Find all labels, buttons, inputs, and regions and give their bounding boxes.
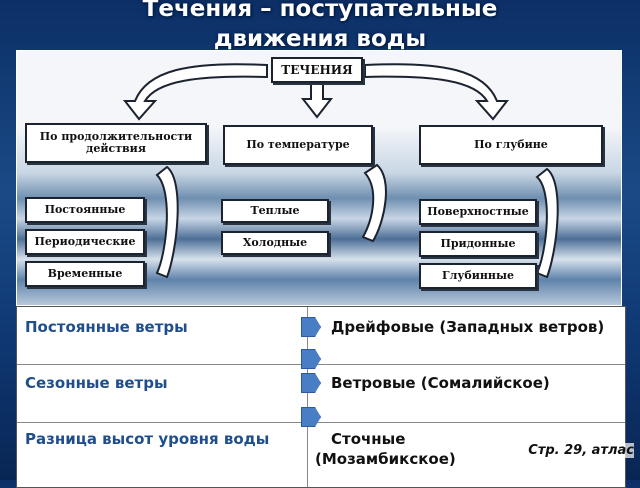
row-2-arrow-icon-2 <box>301 407 321 427</box>
row-2-cause: Сезонные ветры <box>25 374 168 392</box>
slide-title: Течения – поступательные движения воды <box>0 0 640 54</box>
row-3-cause: Разница высот уровня воды <box>25 430 270 448</box>
root-box: ТЕЧЕНИЯ <box>271 57 363 83</box>
row-1-cause: Постоянные ветры <box>25 318 188 336</box>
row-3-type: Сточные (Мозамбикское) <box>315 430 456 468</box>
type-temporary-box: Временные <box>25 261 145 287</box>
table-divider <box>307 307 308 487</box>
arrow-root-down <box>300 80 334 119</box>
row-divider-1 <box>17 364 625 365</box>
row-1-arrow-icon-2 <box>301 349 321 369</box>
row-2-arrow-icon <box>301 373 321 393</box>
title-line-1: Течения – поступательные <box>142 0 498 22</box>
type-periodic-box: Периодические <box>25 229 145 255</box>
type-warm-box: Теплые <box>221 199 329 223</box>
row-1-arrow-icon <box>301 317 321 337</box>
diagram-panel: ТЕЧЕНИЯ По продолжительности действия По… <box>16 50 622 306</box>
arrow-root-right <box>364 63 510 121</box>
title-line-2: движения воды <box>213 26 427 52</box>
currents-table: Постоянные ветры Дрейфовые (Западных вет… <box>16 306 626 488</box>
arrow-col2 <box>361 163 387 243</box>
category-depth-box: По глубине <box>419 125 603 165</box>
type-deep-box: Глубинные <box>419 263 537 289</box>
type-surface-box: Поверхностные <box>419 199 537 225</box>
atlas-reference: Стр. 29, атлас <box>528 443 634 458</box>
type-constant-box: Постоянные <box>25 197 145 223</box>
arrow-root-left <box>122 63 268 121</box>
category-temperature-box: По температуре <box>223 125 373 165</box>
row-divider-2 <box>17 422 625 423</box>
type-cold-box: Холодные <box>221 231 329 255</box>
category-duration-box: По продолжительности действия <box>25 123 207 163</box>
arrow-col1 <box>155 165 179 279</box>
type-bottom-box: Придонные <box>419 231 537 257</box>
arrow-col3 <box>535 167 559 279</box>
row-1-type: Дрейфовые (Западных ветров) <box>331 318 605 336</box>
diagram-arrows <box>122 63 559 279</box>
row-2-type: Ветровые (Сомалийское) <box>331 374 550 392</box>
